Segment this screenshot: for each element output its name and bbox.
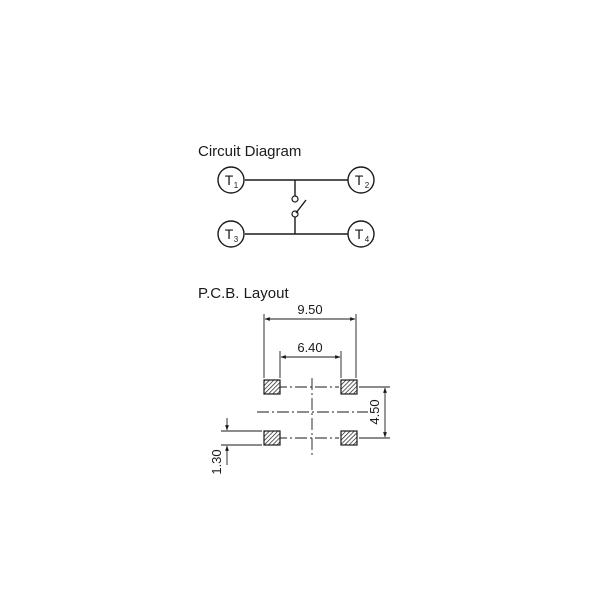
circuit-diagram-title: Circuit Diagram [198, 143, 301, 160]
pad-bottom-left [263, 430, 281, 446]
terminal-t1-circle [217, 166, 245, 194]
terminal-t3-label: T [225, 226, 234, 242]
dimension-outer-width: 9.50 [263, 302, 357, 378]
terminal-t3: T 3 [217, 220, 245, 248]
terminal-t3-subscript: 3 [234, 235, 239, 244]
dimension-pad-spacing: 4.50 [359, 386, 390, 439]
pad-top-left [263, 379, 281, 395]
terminal-t2-label: T [355, 172, 364, 188]
pad-spacing-label: 4.50 [367, 399, 382, 424]
terminal-t1-label: T [225, 172, 234, 188]
terminal-t3-circle [217, 220, 245, 248]
pcb-layout: P.C.B. Layout 9.50 6.40 [198, 285, 390, 475]
pad-top-right [340, 379, 358, 395]
inner-width-label: 6.40 [297, 340, 322, 355]
pad-height-label: 1.30 [209, 449, 224, 474]
terminal-t4-circle [347, 220, 375, 248]
switch-contact-top [291, 195, 299, 203]
circuit-diagram: Circuit Diagram T 1 T 2 T 3 [198, 143, 375, 248]
terminal-t2-subscript: 2 [365, 181, 370, 190]
terminal-t2: T 2 [347, 166, 375, 194]
terminal-t1-subscript: 1 [234, 181, 239, 190]
switch-symbol [291, 195, 307, 218]
terminal-t4-subscript: 4 [365, 235, 370, 244]
pad-bottom-right [340, 430, 358, 446]
terminal-t1: T 1 [217, 166, 245, 194]
outer-width-label: 9.50 [297, 302, 322, 317]
pcb-layout-title: P.C.B. Layout [198, 285, 289, 302]
dimension-pad-height: 1.30 [209, 418, 262, 475]
terminal-t4-label: T [355, 226, 364, 242]
terminal-t4: T 4 [347, 220, 375, 248]
terminal-t2-circle [347, 166, 375, 194]
dimension-inner-width: 6.40 [279, 340, 342, 378]
switch-blade [295, 199, 307, 214]
